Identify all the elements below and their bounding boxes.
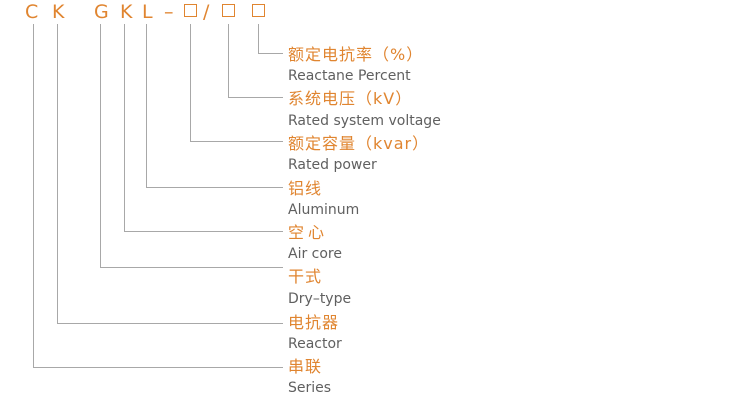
code-placeholder-box-voltage: [222, 4, 235, 17]
entry-cn-label: 铝线: [288, 179, 323, 198]
entry-en-label: Reactor: [288, 336, 342, 352]
entry-en-label: Reactane Percent: [288, 68, 411, 84]
entry-cn-label: 电抗器: [288, 313, 340, 332]
connector-series: [33, 24, 283, 368]
code-dash: –: [164, 1, 174, 23]
entry-cn-label: 系统电压（kV）: [288, 89, 413, 108]
entry-en-label: Series: [288, 380, 332, 396]
connector-aluminum: [146, 24, 283, 188]
code-placeholder-box-reactance: [252, 4, 265, 17]
model-code: C K G K L – /: [0, 0, 750, 30]
entry-cn-label: 干式: [288, 267, 323, 286]
code-placeholder-box-capacity: [184, 4, 197, 17]
entry-cn-label: 串联: [288, 357, 323, 376]
connector-dry-type: [100, 24, 283, 268]
entry-en-label: Rated power: [288, 157, 377, 173]
connector-air-core: [124, 24, 283, 232]
entry-en-label: Air core: [288, 246, 342, 262]
entry-cn-label: 空心: [288, 223, 329, 242]
connector-reactor: [57, 24, 283, 324]
connector-reactance: [258, 24, 283, 54]
code-letter-l: L: [142, 1, 153, 23]
entry-en-label: Rated system voltage: [288, 113, 441, 129]
code-letter-c: C: [25, 1, 39, 23]
entry-en-label: Dry–type: [288, 291, 352, 307]
entry-cn-label: 额定容量（kvar）: [288, 134, 430, 153]
code-letter-k: K: [52, 1, 65, 23]
code-slash: /: [203, 1, 210, 23]
connector-capacity: [190, 24, 283, 142]
code-letter-g: G: [94, 1, 109, 23]
code-letter-k2: K: [120, 1, 133, 23]
connector-voltage: [228, 24, 283, 98]
entry-cn-label: 额定电抗率（%）: [288, 45, 424, 64]
entry-en-label: Aluminum: [288, 202, 360, 218]
